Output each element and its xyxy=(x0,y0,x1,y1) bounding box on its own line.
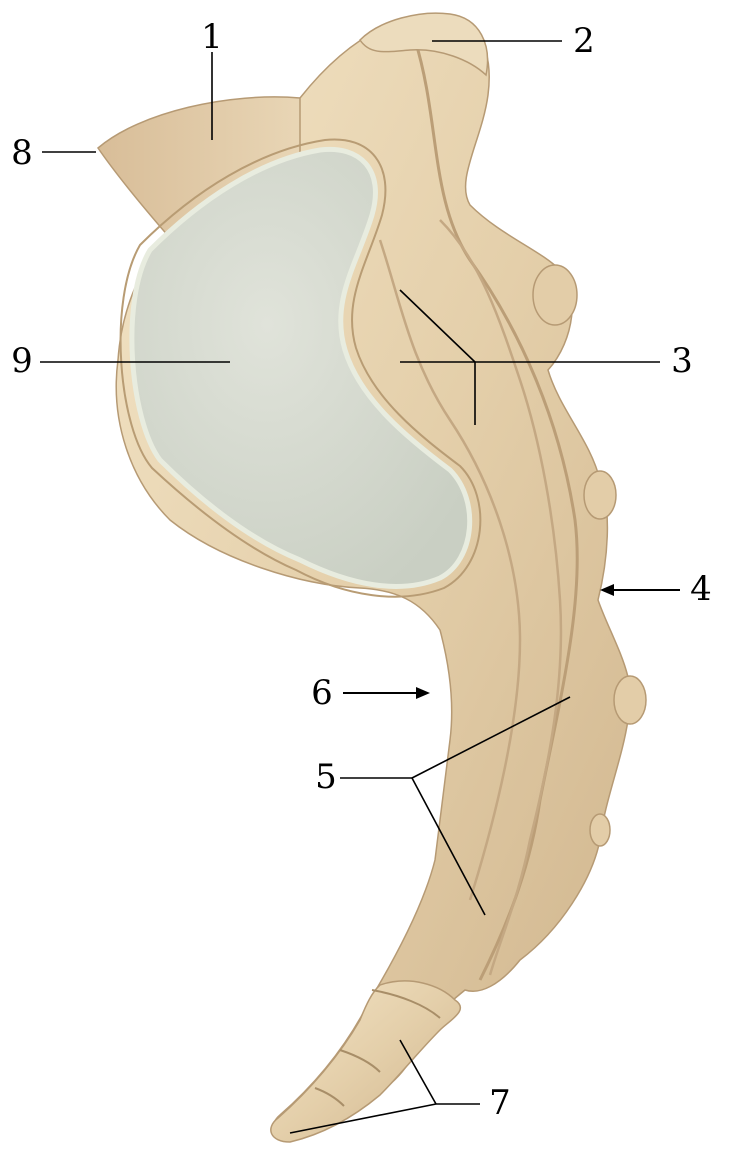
label-8: 8 xyxy=(11,133,33,173)
spinous-tubercle-1 xyxy=(533,265,577,325)
label-2: 2 xyxy=(573,21,595,61)
label-3: 3 xyxy=(671,341,693,381)
label-9: 9 xyxy=(11,341,33,381)
spinous-tubercle-4 xyxy=(590,814,610,846)
spinous-tubercle-2 xyxy=(584,471,616,519)
label-5: 5 xyxy=(315,757,337,797)
label-4: 4 xyxy=(690,569,712,609)
label-7: 7 xyxy=(489,1083,511,1123)
label-1: 1 xyxy=(201,17,223,57)
arrow-6-head xyxy=(416,687,430,699)
arrow-4-head xyxy=(600,584,614,596)
spinous-tubercle-3 xyxy=(614,676,646,724)
label-6: 6 xyxy=(311,673,333,713)
